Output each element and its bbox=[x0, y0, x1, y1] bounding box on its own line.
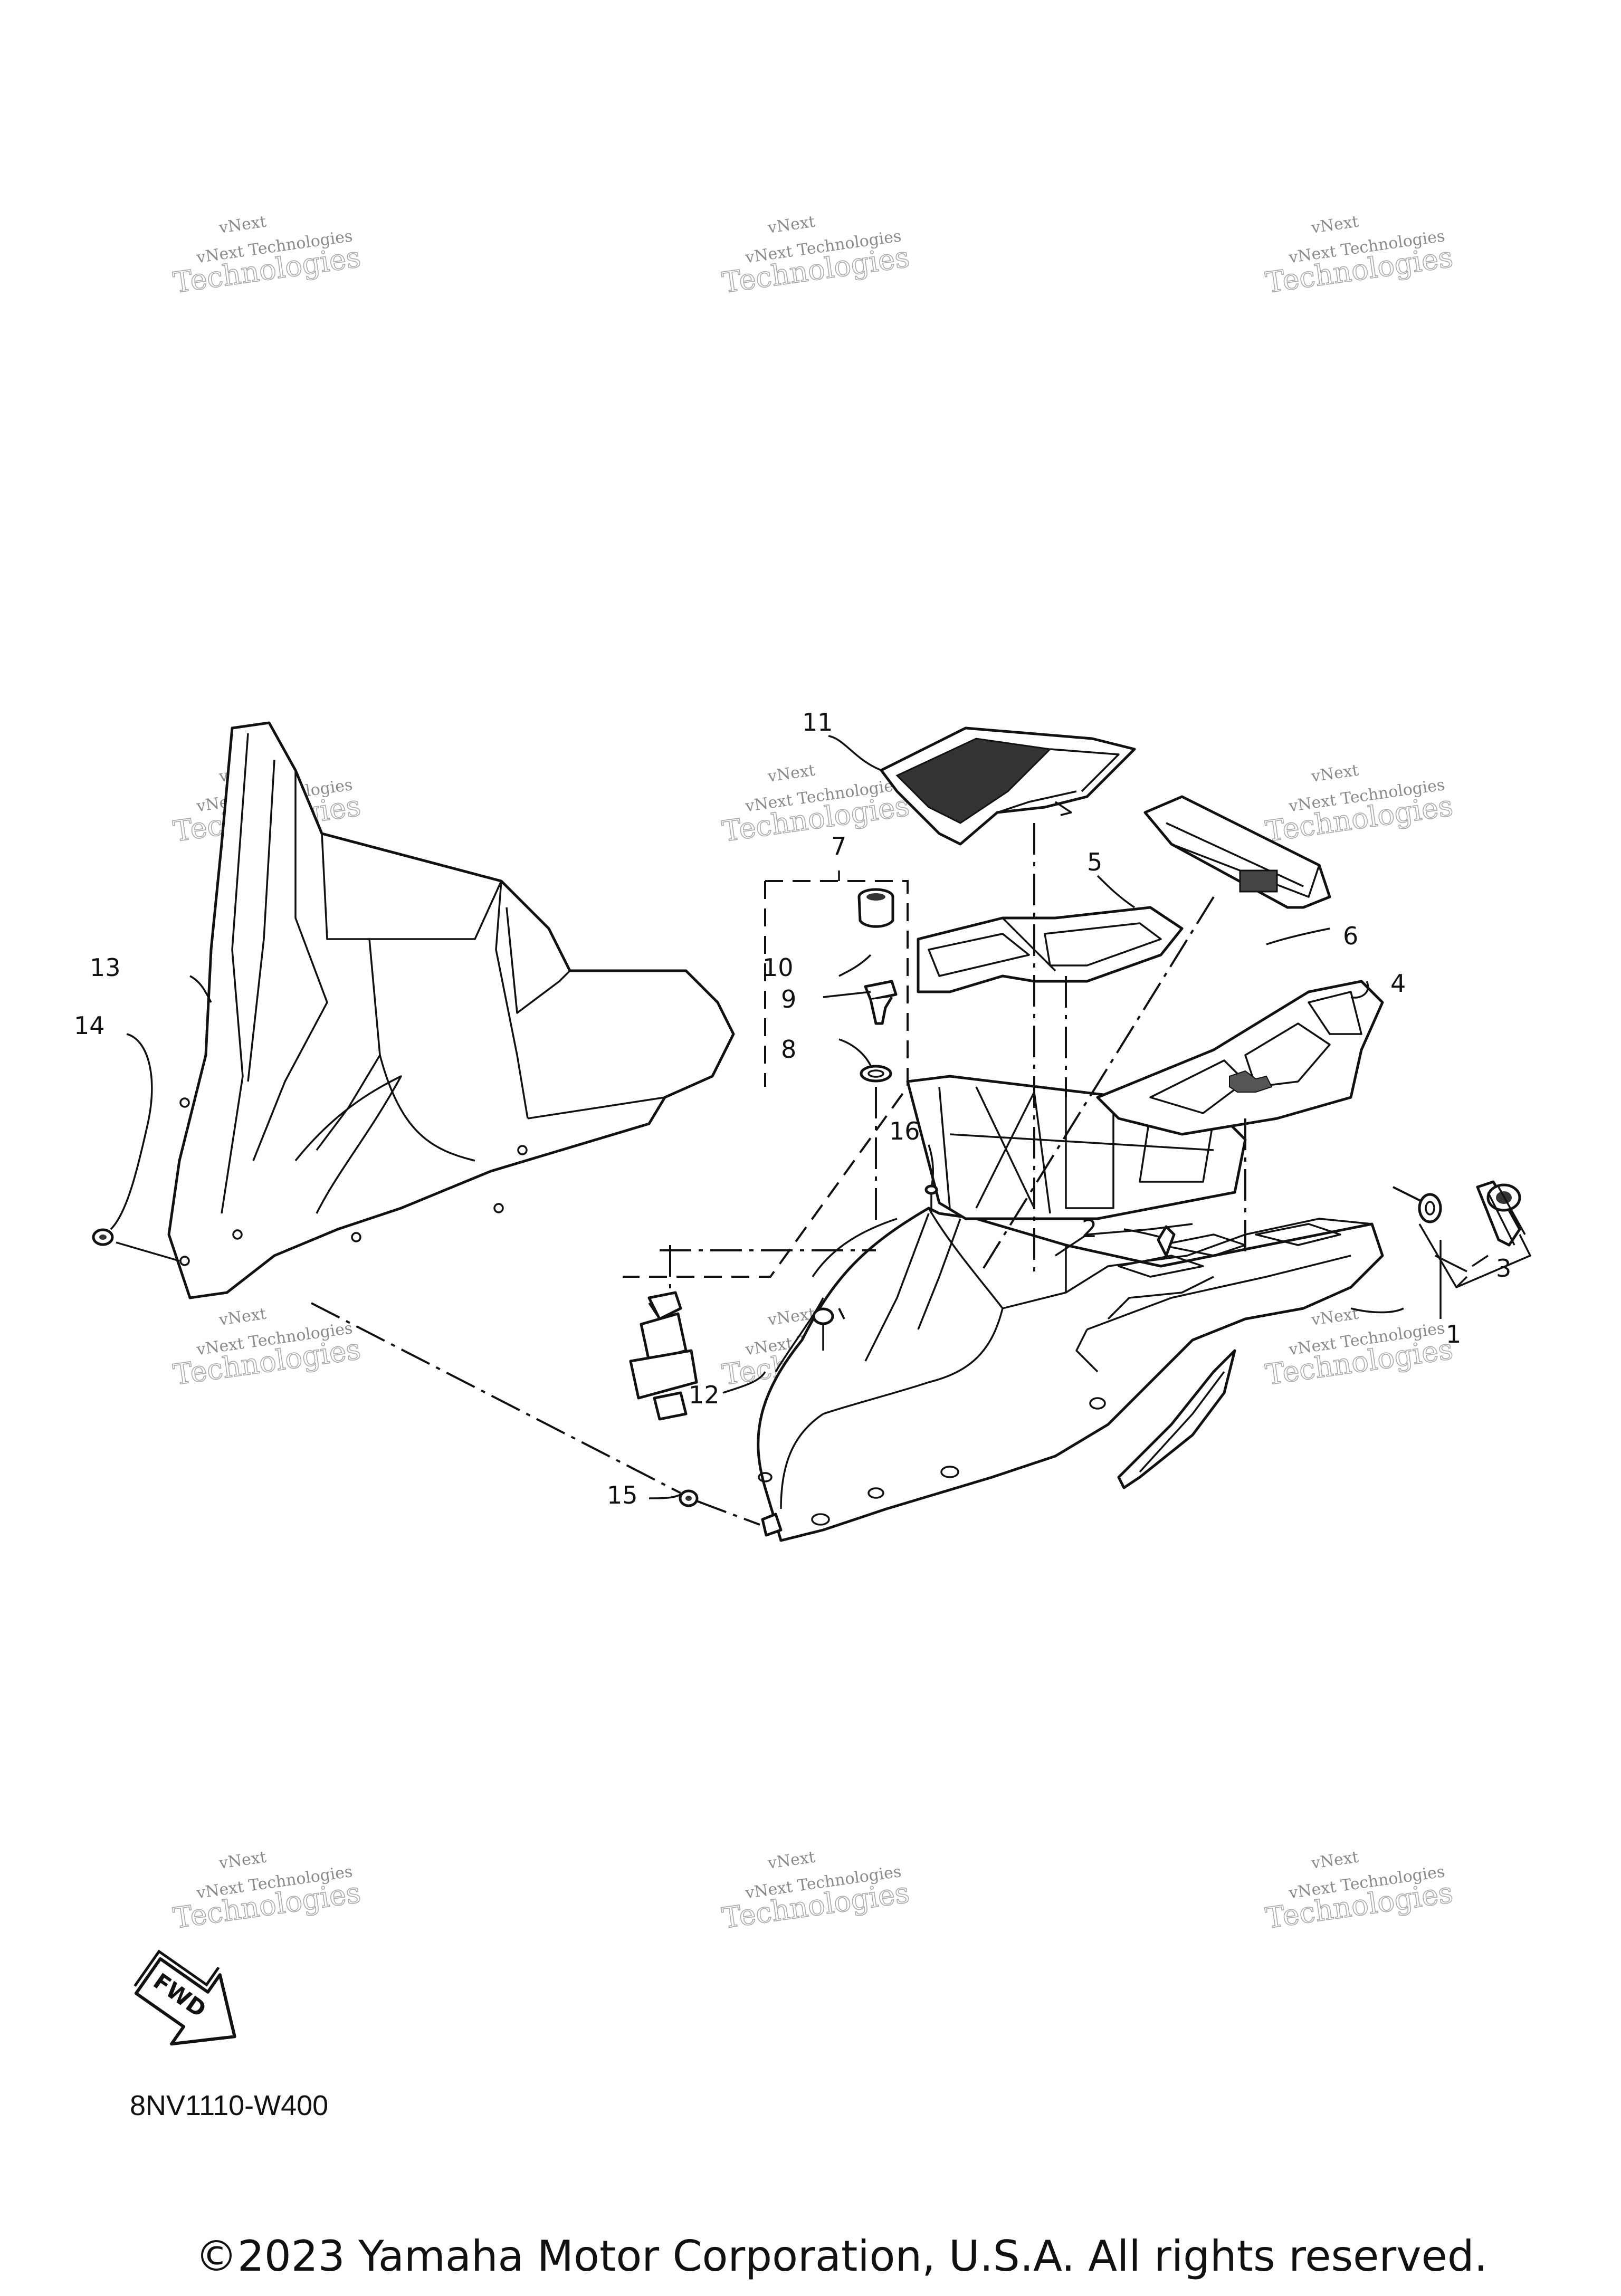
part-15-grommet bbox=[679, 1489, 699, 1507]
watermark-mid-center: Technologies vNext vNext Technologies bbox=[720, 761, 912, 849]
callout-9: 9 bbox=[781, 985, 796, 1013]
callout-7: 7 bbox=[831, 832, 846, 860]
svg-text:vNext: vNext bbox=[766, 213, 816, 237]
svg-text:vNext: vNext bbox=[766, 1848, 816, 1873]
part-6-meter-unit bbox=[1143, 795, 1331, 909]
svg-text:vNext: vNext bbox=[766, 761, 816, 786]
callout-16: 16 bbox=[889, 1117, 920, 1145]
part-5-mat-front bbox=[917, 906, 1184, 993]
part-4-mat-rear bbox=[1096, 980, 1384, 1136]
callout-3: 3 bbox=[1496, 1254, 1511, 1283]
part-code: 8NV1110-W400 bbox=[130, 2090, 329, 2121]
callouts: 1 2 3 4 5 6 7 8 9 10 11 12 13 14 15 16 bbox=[74, 708, 1511, 1509]
part-3-nut bbox=[1418, 1193, 1442, 1223]
callout-4: 4 bbox=[1390, 969, 1406, 998]
ignition-switch bbox=[629, 1291, 698, 1421]
svg-text:vNext: vNext bbox=[217, 1848, 268, 1873]
callout-14: 14 bbox=[74, 1011, 105, 1040]
svg-text:vNext: vNext bbox=[1310, 213, 1360, 237]
leader-lines bbox=[110, 735, 1467, 1499]
part-1-main-deck bbox=[757, 1207, 1384, 1542]
part-2-clip bbox=[1157, 1225, 1176, 1257]
meter-connector bbox=[1239, 869, 1278, 893]
watermark-bottom-center: Technologies vNext vNext Technologies bbox=[720, 1848, 912, 1936]
svg-text:vNext: vNext bbox=[217, 1305, 268, 1329]
part-13-front-cowl bbox=[167, 721, 735, 1299]
copyright-notice: ©2023 Yamaha Motor Corporation, U.S.A. A… bbox=[195, 2232, 1488, 2281]
assembly-lines bbox=[116, 823, 1425, 1526]
watermark-top-left: Technologies vNext vNext Technologies bbox=[171, 213, 363, 300]
callout-11: 11 bbox=[802, 708, 833, 736]
watermark-bottom-right: Technologies vNext vNext Technologies bbox=[1263, 1848, 1455, 1936]
part-3-bracket bbox=[1418, 1223, 1531, 1288]
callout-10: 10 bbox=[762, 953, 794, 982]
part-10-key-cap bbox=[857, 888, 894, 928]
watermark-bottom-left: Technologies vNext vNext Technologies bbox=[171, 1848, 363, 1936]
watermark-mid-right: Technologies vNext vNext Technologies bbox=[1263, 761, 1455, 849]
part-7-key-set-group bbox=[623, 870, 909, 1278]
watermark-top-center: Technologies vNext vNext Technologies bbox=[720, 213, 912, 300]
svg-text:vNext: vNext bbox=[217, 213, 268, 237]
part-11-net-tray bbox=[880, 726, 1136, 846]
part-8-key-ring bbox=[860, 1065, 892, 1083]
callout-2: 2 bbox=[1082, 1214, 1097, 1243]
part-12-screw bbox=[812, 1307, 834, 1351]
callout-6: 6 bbox=[1343, 922, 1358, 950]
svg-text:vNext: vNext bbox=[1310, 761, 1360, 786]
callout-13: 13 bbox=[90, 953, 121, 982]
callout-12: 12 bbox=[689, 1381, 720, 1409]
callout-5: 5 bbox=[1087, 848, 1102, 876]
callout-15: 15 bbox=[607, 1481, 638, 1509]
callout-8: 8 bbox=[781, 1035, 796, 1064]
part-9-key bbox=[864, 980, 898, 1025]
watermark-top-right: Technologies vNext vNext Technologies bbox=[1263, 213, 1455, 300]
watermark-low-left: Technologies vNext vNext Technologies bbox=[171, 1305, 363, 1392]
mat-texture-blob bbox=[1229, 1070, 1273, 1093]
fwd-arrow-icon: FWD bbox=[134, 1949, 236, 2046]
part-3-socket bbox=[1455, 1180, 1526, 1288]
part-14-grommet bbox=[92, 1228, 114, 1246]
callout-1: 1 bbox=[1446, 1320, 1461, 1348]
part-16-screw bbox=[924, 1184, 938, 1213]
deck-receptacle bbox=[761, 1513, 783, 1537]
svg-text:vNext: vNext bbox=[1310, 1848, 1360, 1873]
